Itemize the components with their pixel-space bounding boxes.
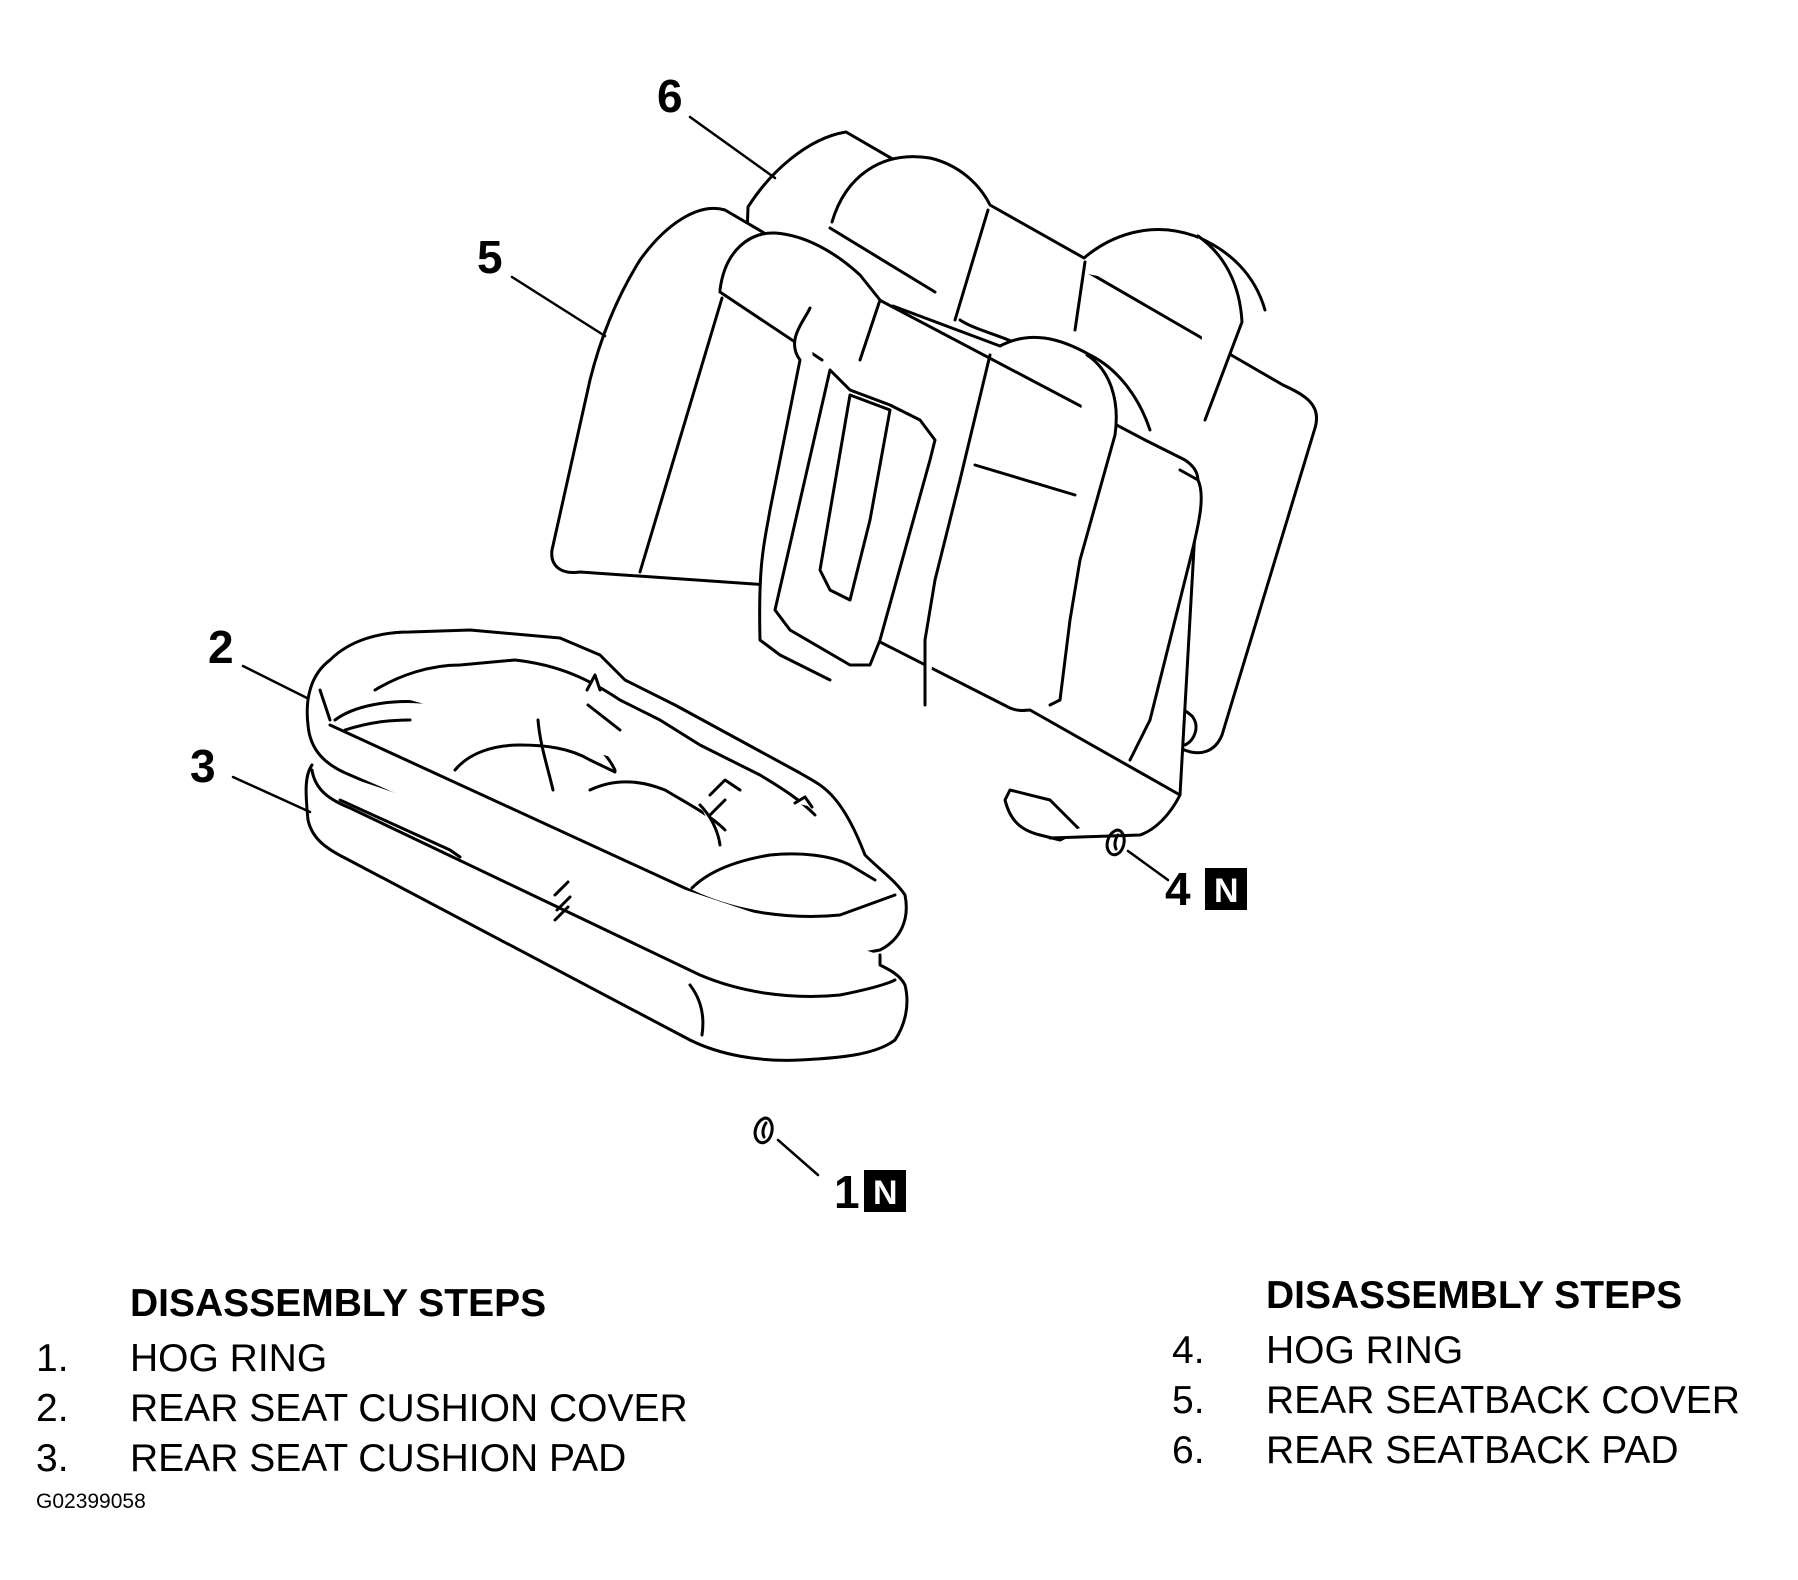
legend-right-heading: DISASSEMBLY STEPS <box>1266 1274 1683 1317</box>
non-reusable-badge-4: N <box>1205 868 1247 910</box>
rear-seatback-cover <box>550 207 1203 842</box>
rear-seat-cushion-cover <box>305 628 908 959</box>
callout-3: 3 <box>190 740 216 792</box>
legend-label: REAR SEATBACK COVER <box>1266 1379 1740 1422</box>
leader-line-1 <box>776 1138 820 1177</box>
legend-number: 5. <box>1172 1379 1205 1422</box>
figure-code: G02399058 <box>36 1490 146 1513</box>
legend-label: REAR SEAT CUSHION PAD <box>130 1437 627 1480</box>
legend-number: 2. <box>36 1387 69 1430</box>
callout-1: 1 <box>834 1166 860 1218</box>
legend-label: HOG RING <box>130 1337 328 1380</box>
legend-label: HOG RING <box>1266 1329 1464 1372</box>
legend-right-item-4: 4. HOG RING <box>1172 1326 1740 1376</box>
hog-ring-4-icon <box>1105 828 1126 857</box>
badge-label-4: N <box>1214 872 1239 910</box>
callout-5: 5 <box>477 231 503 283</box>
legend-right-item-6: 6. REAR SEATBACK PAD <box>1172 1426 1740 1476</box>
legend-left-item-1: 1. HOG RING <box>36 1334 688 1384</box>
legend-left-item-2: 2. REAR SEAT CUSHION COVER <box>36 1384 688 1434</box>
callout-2: 2 <box>208 621 234 673</box>
legend-label: REAR SEATBACK PAD <box>1266 1429 1679 1472</box>
badge-label-1: N <box>873 1174 898 1212</box>
legend-number: 3. <box>36 1437 69 1480</box>
non-reusable-badge-1: N <box>864 1170 906 1212</box>
legend-number: 6. <box>1172 1429 1205 1472</box>
callout-4: 4 <box>1165 863 1191 915</box>
callout-6: 6 <box>657 70 683 122</box>
hog-ring-1-icon <box>753 1116 774 1145</box>
leader-line-4 <box>1126 849 1170 882</box>
legend-number: 1. <box>36 1337 69 1380</box>
legend-right-item-5: 5. REAR SEATBACK COVER <box>1172 1376 1740 1426</box>
rear-seat-cushion-pad <box>304 763 909 1062</box>
legend-label: REAR SEAT CUSHION COVER <box>130 1387 688 1430</box>
legend-left-item-3: 3. REAR SEAT CUSHION PAD <box>36 1434 688 1484</box>
leader-line-3 <box>231 775 312 814</box>
legend-number: 4. <box>1172 1329 1205 1372</box>
legend-left: DISASSEMBLY STEPS 1. HOG RING 2. REAR SE… <box>36 1282 688 1484</box>
leader-line-2 <box>241 664 309 700</box>
leader-lines <box>231 115 1170 1177</box>
leader-line-6 <box>688 115 777 180</box>
legend-left-heading: DISASSEMBLY STEPS <box>130 1282 547 1325</box>
leader-line-5 <box>510 275 607 338</box>
legend-right: DISASSEMBLY STEPS 4. HOG RING 5. REAR SE… <box>1172 1274 1740 1476</box>
